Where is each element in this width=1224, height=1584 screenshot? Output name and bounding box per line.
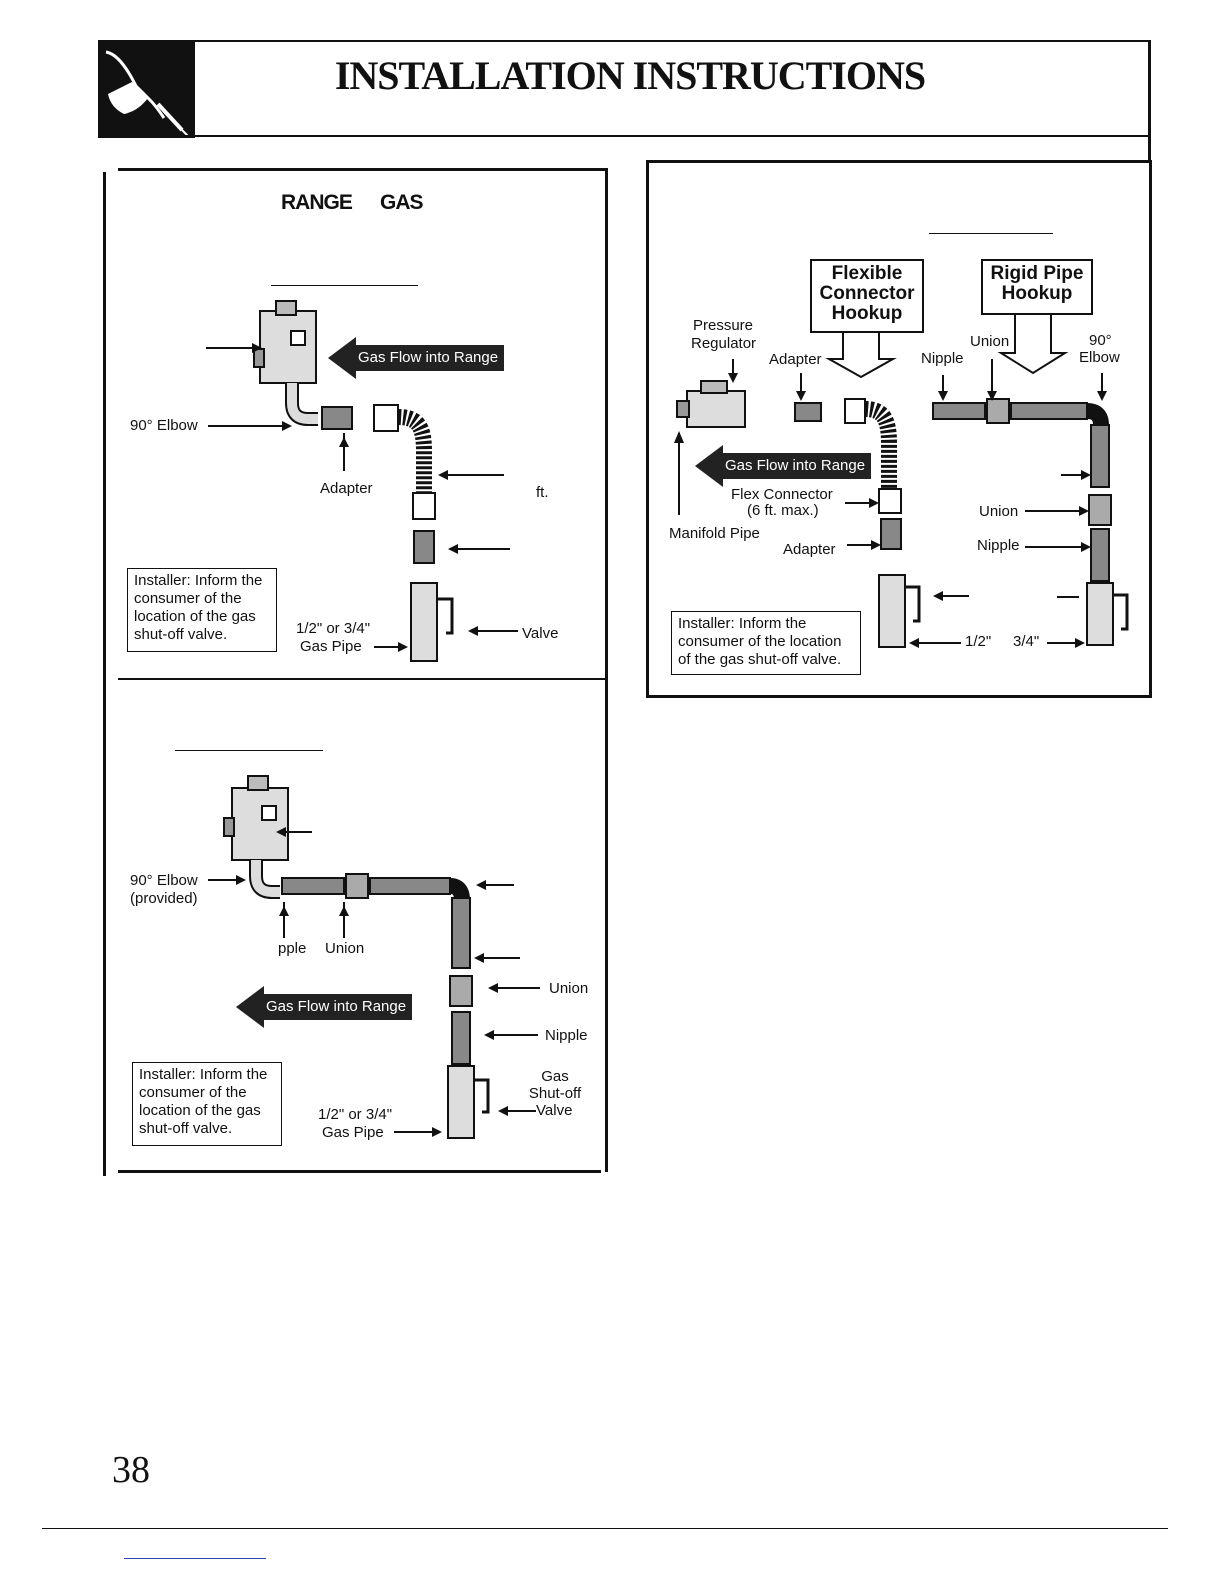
gas-flow-label-3: Gas Flow into Range [719,453,872,479]
page-title: INSTALLATION INSTRUCTIONS [334,53,926,98]
heading-underline-3 [929,233,1053,234]
header-right-rule [1148,40,1151,160]
pressure-label: Pressure [693,317,754,334]
gas-pipe-label-2: Gas Pipe [322,1124,384,1141]
bottom-left-panel: Gas Flow into Range 90° Elbow (provided)… [106,680,605,1170]
pipe-size-label: 1/2" or 3/4" [296,620,371,637]
adapter-label: Adapter [320,480,373,497]
header-bottom-rule [98,135,1150,137]
adapter-label-3: Adapter [769,351,822,368]
union-label-4: Union [979,503,1019,520]
flexible-hookup-box: Flexible Connector Hookup [810,259,924,333]
footer-link-underline [124,1558,266,1559]
top-left-panel: RANGE GAS [106,171,605,678]
adapter-label-4: Adapter [783,541,836,558]
heading-underline [271,285,418,286]
ft-label: ft. [536,484,549,501]
hand-wrench-icon [105,50,189,137]
valve-label: Valve [522,625,559,642]
ninety-label: 90° [1089,332,1112,349]
nipple-label-2: Nipple [545,1027,588,1044]
union-label-2: Union [549,980,589,997]
gas-pipe-label: Gas Pipe [300,638,362,655]
flex-hookup-diagram [206,300,518,662]
footer-rule [42,1528,1168,1529]
nipple-label-3: Nipple [921,350,964,367]
shutoff-label: Shut-off [528,1085,582,1102]
gas-label: Gas [541,1068,569,1085]
gas-flow-label: Gas Flow into Range [352,345,505,371]
top-left-panel-top-rule [118,168,605,171]
manifold-hookup-diagram [674,315,1129,648]
panel-heading-gas: GAS [380,191,424,214]
left-column-right-rule [605,168,608,1172]
union-label: Union [325,940,365,957]
rigid-hookup-diagram [208,775,540,1139]
nipple-label: pple [278,940,307,957]
three-quarter-inch-label: 3/4" [1013,633,1040,650]
nipple-label-4: Nipple [977,537,1020,554]
valve-label-2: Valve [536,1102,573,1119]
union-label-3: Union [970,333,1010,350]
flex-max-label: (6 ft. max.) [747,502,819,519]
installer-note: Installer: Inform the consumer of the lo… [127,568,277,652]
heading-underline-2 [175,750,323,751]
installer-note-2: Installer: Inform the consumer of the lo… [132,1062,282,1146]
manifold-pipe-label: Manifold Pipe [669,525,760,542]
left-column-rule [103,172,106,1176]
flex-connector-label: Flex Connector [731,486,833,503]
elbow-label: 90° Elbow [130,417,198,434]
bottom-left-panel-bottom-rule [118,1170,601,1173]
installer-note-3: Installer: Inform the consumer of the lo… [671,611,861,675]
half-inch-label: 1/2" [965,633,992,650]
panel-heading-range: RANGE [281,191,353,214]
header-top-rule [98,40,1150,42]
elbow-label-2: 90° Elbow [130,872,198,889]
right-panel: Flexible Connector Hookup Rigid Pipe Hoo… [646,160,1152,698]
gas-flow-label-2: Gas Flow into Range [260,994,413,1020]
page-number: 38 [112,1449,150,1491]
provided-label: (provided) [130,890,198,907]
pipe-size-label-2: 1/2" or 3/4" [318,1106,393,1123]
header-hand-icon-box [98,42,195,138]
panel-divider-rule [118,678,605,680]
rigid-hookup-box: Rigid Pipe Hookup [981,259,1093,315]
elbow-label-3: Elbow [1079,349,1120,366]
regulator-label: Regulator [691,335,757,352]
